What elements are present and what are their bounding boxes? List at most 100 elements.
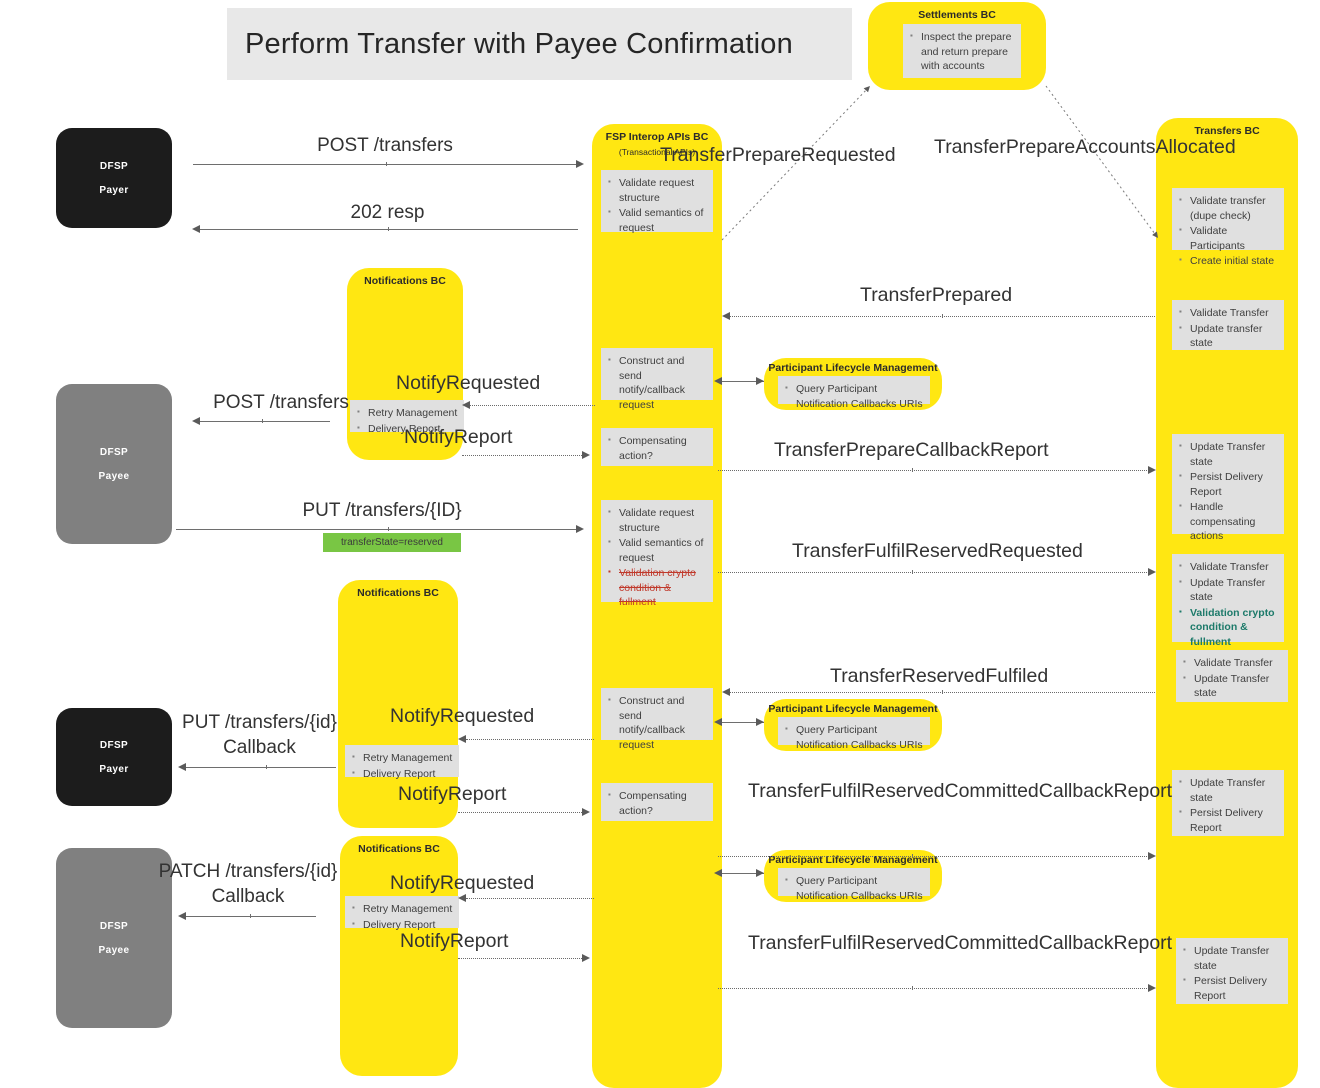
http-label-put-transfers-callback: PUT /transfers/{id} Callback	[182, 712, 337, 758]
page-title: Perform Transfer with Payee Confirmation	[245, 27, 793, 60]
note-line: Validate Transfer	[1179, 305, 1278, 321]
note-line: Valid semantics of request	[608, 205, 707, 235]
note-plm-3: Query Participant Notification Callbacks…	[778, 868, 930, 902]
actor-label-line1: DFSP	[99, 739, 129, 751]
lane-notifications-bc-3: Notifications BC	[340, 836, 458, 1076]
event-label-transfer-prepare-requested: TransferPrepareRequested	[660, 144, 896, 166]
note-line: Delivery Report	[357, 421, 458, 437]
note-settlements-inspect: Inspect the prepare and return prepare w…	[903, 24, 1021, 78]
arrow-head-left	[458, 894, 466, 902]
lane-plm-2: Participant Lifecycle Management Query P…	[764, 699, 942, 751]
arrow-head-right	[1148, 466, 1156, 474]
note-transfers-7: Update Transfer state Persist Delivery R…	[1176, 938, 1288, 1004]
note-line: Update Transfer state	[1179, 439, 1278, 469]
arrow-line-dotted	[470, 405, 595, 406]
arrow-head-right	[1148, 984, 1156, 992]
arrow-head-right	[582, 808, 590, 816]
arrow-line	[176, 529, 578, 530]
note-line: Delivery Report	[352, 917, 453, 933]
note-line: Create initial state	[1179, 253, 1278, 269]
arrow-line-dotted	[458, 812, 584, 813]
note-transfers-1: Validate transfer (dupe check) Validate …	[1172, 188, 1284, 267]
arrow-head-right	[756, 869, 764, 877]
note-transfers-5: Validate Transfer Update Transfer state	[1176, 650, 1288, 702]
note-line: Persist Delivery Report	[1183, 973, 1282, 1003]
arrow-midtick	[912, 986, 913, 990]
actor-dfsp-payee-2: DFSP Payee	[56, 848, 172, 1028]
note-line: Validate Transfer	[1183, 655, 1282, 671]
note-line: Persist Delivery Report	[1179, 805, 1278, 835]
arrow-line-dotted	[466, 898, 594, 899]
arrow-head-left	[178, 912, 186, 920]
arrow-head-left	[192, 225, 200, 233]
arrow-midtick	[912, 570, 913, 574]
event-label-transfer-reserved-fulfiled: TransferReservedFulfiled	[830, 665, 1049, 687]
lane-notifications-bc-2: Notifications BC	[338, 580, 458, 828]
lane-plm-3: Participant Lifecycle Management Query P…	[764, 850, 942, 902]
lane-plm-1-title: Participant Lifecycle Management	[768, 362, 938, 374]
note-line: Validate Participants	[1179, 223, 1278, 253]
arrow-head-right	[576, 525, 584, 533]
actor-dfsp-payee-1: DFSP Payee	[56, 384, 172, 544]
event-label-transfer-prepare-callback-report: TransferPrepareCallbackReport	[774, 439, 1049, 461]
arrow-midtick	[266, 765, 267, 769]
note-line: Persist Delivery Report	[1179, 469, 1278, 499]
arrow-head-right	[1148, 568, 1156, 576]
lane-transfers-bc-title: Transfers BC	[1194, 125, 1260, 137]
note-notifications-1: Retry Management Delivery Report	[350, 400, 464, 435]
event-label-transfer-fulfil-committed-callback-report-1: TransferFulfilReservedCommittedCallbackR…	[748, 780, 1173, 802]
http-label-202-resp: 202 resp	[350, 202, 425, 223]
lane-fsp-interop-bc-subtitle: (Transactional APIs)	[618, 147, 696, 157]
event-label-notify-report-2: NotifyReport	[398, 783, 507, 805]
arrow-head-left	[458, 735, 466, 743]
note-line: Retry Management	[357, 405, 458, 421]
arrow-line	[200, 421, 330, 422]
arrow-head-right	[582, 451, 590, 459]
lane-fsp-interop-bc-title: FSP Interop APIs BC	[605, 131, 709, 143]
actor-label-line2: Payee	[98, 470, 130, 482]
note-fsp-3: Compensating action?	[601, 428, 713, 466]
arrow-midtick	[262, 419, 263, 423]
note-fsp-6: Compensating action?	[601, 783, 713, 821]
lane-settlements-bc: Settlements BC Inspect the prepare and r…	[868, 2, 1046, 90]
http-label-patch-transfers-callback: PATCH /transfers/{id} Callback	[158, 861, 338, 907]
arrow-line	[722, 381, 764, 382]
arrow-head-right	[756, 718, 764, 726]
note-line: Validate Transfer	[1179, 559, 1278, 575]
actor-label-line1: DFSP	[99, 920, 129, 932]
note-line: Delivery Report	[352, 766, 453, 782]
event-label-notify-report-1: NotifyReport	[404, 426, 513, 448]
arrow-midtick	[912, 854, 913, 858]
event-label-transfer-fulfil-reserved-requested: TransferFulfilReservedRequested	[792, 540, 1083, 562]
event-label-transfer-prepare-accounts-allocated: TransferPrepareAccountsAllocated	[934, 136, 1236, 158]
arrow-head-left	[178, 763, 186, 771]
note-line: Validate request structure	[608, 505, 707, 535]
note-line: Construct and send notify/callback reque…	[608, 353, 707, 412]
arrow-line-dotted	[718, 988, 1153, 989]
lane-plm-3-title: Participant Lifecycle Management	[768, 854, 938, 866]
note-line: Update Transfer state	[1179, 575, 1278, 605]
note-line: Query Participant Notification Callbacks…	[785, 722, 924, 752]
arrow-prepare-requested	[721, 85, 871, 241]
note-line: Query Participant Notification Callbacks…	[785, 381, 924, 411]
note-line: Update Transfer state	[1183, 943, 1282, 973]
arrow-midtick	[942, 314, 943, 318]
arrow-head-left	[192, 417, 200, 425]
arrow-head-right	[1148, 852, 1156, 860]
note-line: Compensating action?	[608, 433, 707, 463]
note-plm-2: Query Participant Notification Callbacks…	[778, 717, 930, 751]
note-plm-1: Query Participant Notification Callbacks…	[778, 376, 930, 410]
arrow-midtick	[388, 227, 389, 231]
note-line: Inspect the prepare and return prepare w…	[910, 29, 1015, 74]
note-fsp-1: Validate request structure Valid semanti…	[601, 170, 713, 235]
lane-plm-1: Participant Lifecycle Management Query P…	[764, 358, 942, 410]
actor-label-line2: Payee	[98, 944, 130, 956]
note-transfers-3: Update Transfer state Persist Delivery R…	[1172, 434, 1284, 542]
arrow-head-left	[714, 869, 722, 877]
lane-notifications-bc-3-title: Notifications BC	[358, 843, 440, 855]
note-transfers-4: Validate Transfer Update Transfer state …	[1172, 554, 1284, 648]
arrow-line-dotted	[718, 572, 1153, 573]
lane-notifications-bc-1-title: Notifications BC	[364, 275, 446, 287]
